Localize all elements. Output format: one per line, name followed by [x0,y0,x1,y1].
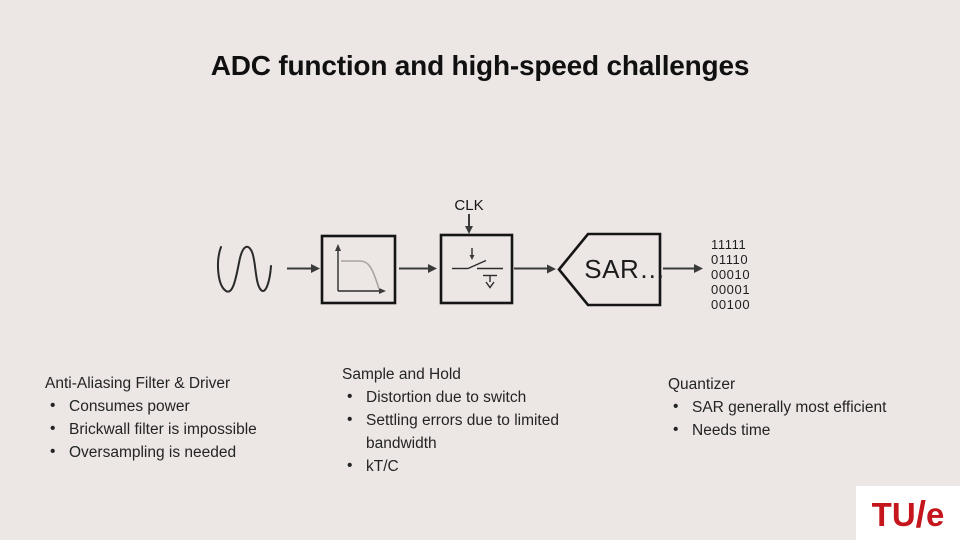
note-quantizer: Quantizer SAR generally most efficient N… [668,373,930,442]
output-code: 11111 [711,237,746,252]
sar-quantizer-block: SAR… [557,232,665,307]
tue-logo: TU/e [856,486,960,540]
note-bullet: Settling errors due to limited bandwidth [342,408,596,455]
logo-e: e [925,495,945,533]
clk-arrow [465,214,473,234]
clk-label: CLK [454,197,483,214]
logo-tu: TU [871,495,916,533]
output-code-list: 11111 01110 00010 00001 00100 [711,237,750,312]
note-heading: Anti-Aliasing Filter & Driver [45,375,231,392]
note-anti-aliasing-filter: Anti-Aliasing Filter & Driver Consumes p… [45,372,297,464]
output-code: 01110 [711,252,748,267]
output-code: 00100 [711,297,750,312]
ground-arrow [485,281,495,289]
tue-logo-text: TU/e [871,493,945,535]
sh-switch-arrowhead [469,255,475,260]
sample-and-hold-block [439,233,514,305]
note-bullet: Needs time [668,418,930,442]
note-heading: Sample and Hold [342,366,461,383]
note-bullet: Consumes power [45,394,297,418]
sh-switch [467,259,487,270]
note-bullet: Brickwall filter is impossible [45,417,297,441]
note-bullet: Oversampling is needed [45,440,297,464]
note-heading: Quantizer [668,376,736,393]
anti-aliasing-filter-block [320,234,397,305]
slide-title: ADC function and high-speed challenges [210,50,750,81]
lowpass-response-curve [341,260,380,290]
note-bullet-list: SAR generally most efficient Needs time [668,395,930,442]
filter-y-axis-arrowhead [335,244,341,251]
output-code: 00010 [711,267,750,282]
input-sine-wave [217,245,272,293]
note-sample-and-hold: Sample and Hold Distortion due to switch… [342,363,596,478]
arrow-input-to-filter [287,264,320,273]
arrow-filter-to-sh [399,264,437,273]
note-bullet: Distortion due to switch [342,385,596,409]
note-bullet-list: Consumes power Brickwall filter is impos… [45,394,297,464]
note-bullet: kT/C [342,454,596,478]
note-bullet: SAR generally most efficient [668,395,930,419]
filter-x-axis-arrowhead [379,288,386,294]
logo-slash: / [915,493,926,535]
sar-label: SAR… [584,254,665,284]
output-code: 00001 [711,282,750,297]
note-bullet-list: Distortion due to switch Settling errors… [342,385,596,478]
arrow-sar-to-output [663,264,703,273]
arrow-sh-to-sar [514,264,556,274]
